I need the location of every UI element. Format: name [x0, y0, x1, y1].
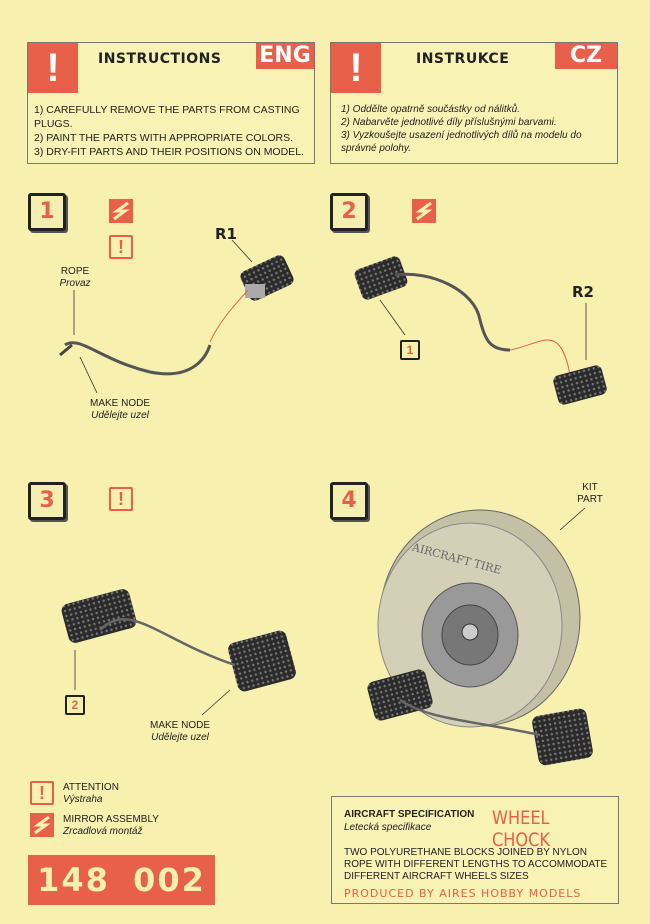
rope	[394, 272, 511, 352]
spec-title: AIRCRAFT SPECIFICATION	[344, 809, 475, 820]
chock-block	[532, 708, 593, 766]
arrow	[509, 339, 571, 376]
step-reference: 1	[400, 340, 420, 360]
part-label-r2: R2	[572, 283, 594, 301]
instructions-eng-panel: ! INSTRUCTIONS ENG 1) CAREFULLY REMOVE T…	[27, 42, 315, 164]
part-label-r1: R1	[215, 225, 237, 243]
product-code: 148 002	[28, 855, 215, 905]
attention-icon: !	[331, 43, 381, 93]
instructions-cz-panel: ! INSTRUKCE CZ 1) Oddělte opatrně součás…	[330, 42, 618, 164]
step-reference: 2	[65, 695, 85, 715]
kit-part-label-2: PART	[577, 494, 603, 505]
rope-label-cz: Provaz	[59, 278, 91, 289]
attention-icon: !	[30, 781, 54, 805]
instruction-step: 2) PAINT THE PARTS WITH APPROPRIATE COLO…	[34, 132, 294, 144]
instruction-step: 3) DRY-FIT PARTS AND THEIR POSITIONS ON …	[34, 146, 304, 158]
producer: PRODUCED BY AIRES HOBBY MODELS	[344, 887, 582, 900]
attention-icon: !	[109, 235, 133, 259]
rope	[99, 618, 236, 667]
instruction-step: 3) Vyzkoušejte usazení jednotlivých dílů…	[341, 130, 582, 154]
legend-attention-cz: Výstraha	[63, 794, 103, 805]
make-node-label: MAKE NODE	[149, 720, 210, 731]
arrow	[209, 289, 249, 343]
attention-icon: !	[28, 43, 78, 93]
chock-block-r1	[240, 255, 294, 301]
instructions-title: INSTRUCTIONS	[98, 51, 222, 67]
step-1-badge: 1	[28, 193, 66, 231]
step-2-badge: 2	[330, 193, 368, 231]
legend-attention: ATTENTION	[63, 782, 119, 793]
instruction-step: 2) Nabarvěte jednotlivé díly příslušnými…	[341, 117, 557, 128]
legend-mirror-cz: Zrcadlová montáž	[63, 826, 143, 837]
product-name: WHEEL CHOCK	[492, 807, 551, 851]
legend-mirror: MIRROR ASSEMBLY	[63, 814, 159, 825]
instruction-step: 1) CAREFULLY REMOVE THE PARTS FROM CASTI…	[34, 104, 300, 130]
rope	[64, 341, 212, 376]
make-node-label: MAKE NODE	[89, 398, 150, 409]
mirror-assembly-icon	[412, 199, 436, 223]
chock-block-r2	[553, 365, 607, 405]
spec-description: TWO POLYURETHANE BLOCKS JOINED BY NYLON …	[344, 847, 608, 882]
chock-block-r1	[354, 256, 408, 300]
instructions-title: INSTRUKCE	[416, 51, 510, 67]
spec-title-cz: Letecká specifikace	[344, 822, 432, 833]
step-4-badge: 4	[330, 482, 368, 520]
kit-part-label: KIT	[582, 482, 598, 493]
rope-label: ROPE	[60, 266, 90, 277]
chock-block	[367, 669, 433, 721]
language-tag: CZ	[555, 43, 617, 69]
language-tag: ENG	[256, 43, 314, 69]
step-3-badge: 3	[28, 482, 66, 520]
chock-block	[228, 630, 296, 692]
instruction-step: 1) Oddělte opatrně součástky od nálitků.	[341, 104, 520, 115]
spec-panel: AIRCRAFT SPECIFICATION Letecká specifika…	[331, 796, 619, 904]
mirror-assembly-icon	[109, 199, 133, 223]
chock-block	[61, 589, 137, 643]
mirror-assembly-icon	[30, 813, 54, 837]
make-node-label-cz: Udělejte uzel	[151, 732, 209, 743]
attention-icon: !	[109, 487, 133, 511]
rope	[399, 698, 541, 737]
make-node-label-cz: Udělejte uzel	[91, 410, 149, 421]
